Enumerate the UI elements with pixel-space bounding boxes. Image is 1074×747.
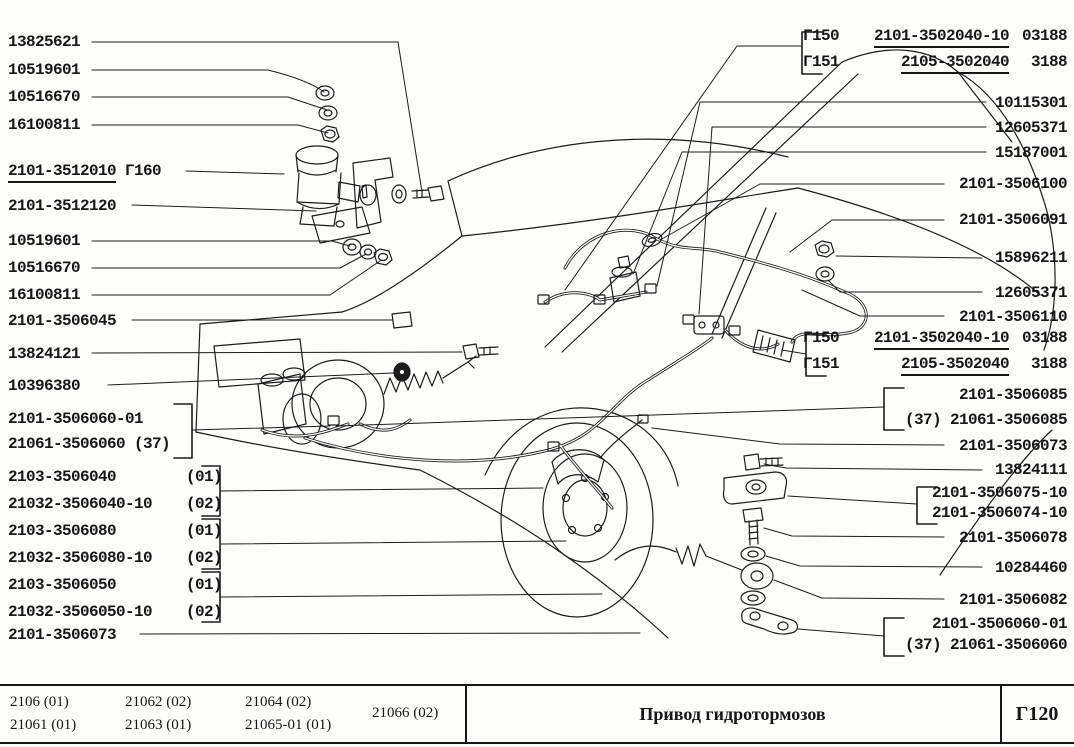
master-cylinder-booster-drawing <box>257 355 477 449</box>
part-label: 10396380 <box>8 377 81 395</box>
part-label: 2101-3512120 <box>8 197 117 215</box>
part-number: 21032-3506080-10 <box>8 549 153 567</box>
part-label: (37) 21061-3506060 <box>904 636 1068 654</box>
part-label: 15896211 <box>994 249 1068 267</box>
part-label: 2101-3506078 <box>958 529 1068 547</box>
page-ref: Г160 <box>125 162 162 180</box>
part-label: 2101-3506082 <box>958 591 1068 609</box>
part-label-variant: 2103-3506080 (01) <box>8 522 223 541</box>
catalog-code: 3188 <box>1030 53 1068 71</box>
part-label: 12605371 <box>994 119 1068 137</box>
cross-ref-row: Г151 2105-3502040 3188 <box>803 53 1068 80</box>
variant-code: (02) <box>185 549 223 567</box>
cross-ref-block-mid: Г150 2101-3502040-10 03188 Г151 2105-350… <box>803 329 1068 382</box>
part-number: 2105-3502040 <box>900 53 1010 74</box>
part-number: 21032-3506050-10 <box>8 603 153 621</box>
part-label-variant: 2103-3506050 (01) <box>8 576 223 595</box>
model-code: 21061 (01) <box>10 717 77 733</box>
part-label: 2101-3506073 <box>8 626 117 644</box>
part-number: 2101-3502040-10 <box>873 329 1010 350</box>
part-number: 2105-3502040 <box>900 355 1010 376</box>
page-ref: Г150 <box>803 329 840 347</box>
part-number: 2103-3506040 <box>8 468 117 486</box>
footer-divider <box>465 686 467 742</box>
cross-ref-row: Г150 2101-3502040-10 03188 <box>803 27 1068 54</box>
model-code: 21064 (02) <box>245 694 312 710</box>
part-label: 10284460 <box>994 559 1068 577</box>
variant-code: (02) <box>185 603 223 621</box>
rear-hose-hardware-drawing <box>614 453 799 635</box>
part-label: 16100811 <box>8 116 81 134</box>
part-label: 2101-3506060-01 <box>931 615 1068 633</box>
page-ref: Г151 <box>803 53 840 71</box>
part-label: 15187001 <box>994 144 1068 162</box>
model-code: 21063 (01) <box>125 717 192 733</box>
cross-ref-block-top: Г150 2101-3502040-10 03188 Г151 2105-350… <box>803 27 1068 80</box>
pressure-regulator-drawing <box>295 145 394 244</box>
part-label-with-page-ref: 2101-3512010 Г160 <box>8 162 162 183</box>
model-code: 21066 (02) <box>372 705 439 721</box>
part-label: 12605371 <box>994 284 1068 302</box>
part-label: 13824111 <box>994 461 1068 479</box>
fittings-drawing <box>391 232 796 382</box>
page-title: Привод гидротормозов <box>639 703 826 724</box>
catalog-code: 3188 <box>1030 355 1068 373</box>
catalog-code: 03188 <box>1021 27 1068 45</box>
part-number: 2101-3502040-10 <box>873 27 1010 48</box>
part-label: 10516670 <box>8 259 81 277</box>
part-label: 21061-3506060 (37) <box>8 435 171 453</box>
part-label: 2101-3506085 <box>958 386 1068 404</box>
part-label: 13825621 <box>8 33 81 51</box>
part-label: 13824121 <box>8 345 81 363</box>
leader-lines <box>91 41 987 637</box>
part-label: 2101-3506091 <box>958 211 1068 229</box>
part-label: 2101-3506100 <box>958 175 1068 193</box>
brake-pipes-drawing <box>260 228 868 510</box>
part-label: (37) 21061-3506085 <box>904 411 1068 429</box>
footer-divider <box>1000 686 1002 742</box>
part-number: 2101-3512010 <box>8 162 117 183</box>
part-label-variant: 21032-3506050-10 (02) <box>8 603 223 622</box>
part-label: 10115301 <box>994 94 1068 112</box>
front-wheel-disc-drawing <box>500 419 654 618</box>
part-label: 10519601 <box>8 232 81 250</box>
cross-ref-row: Г151 2105-3502040 3188 <box>803 355 1068 382</box>
part-number: 2103-3506050 <box>8 576 117 594</box>
variant-code: (02) <box>185 495 223 513</box>
part-label: 2101-3506110 <box>958 308 1068 326</box>
model-code: 21062 (02) <box>125 694 192 710</box>
part-label-variant: 21032-3506080-10 (02) <box>8 549 223 568</box>
part-number: 21032-3506040-10 <box>8 495 153 513</box>
part-label: 10516670 <box>8 88 81 106</box>
catalog-code: 03188 <box>1021 329 1068 347</box>
part-label-variant: 21032-3506040-10 (02) <box>8 495 223 514</box>
part-label: 2101-3506060-01 <box>8 410 144 428</box>
page-code: Г120 <box>1015 702 1059 725</box>
footer-table: 2106 (01) 21061 (01) 21062 (02) 21063 (0… <box>0 684 1074 744</box>
part-label: 16100811 <box>8 286 81 304</box>
part-label-variant: 2103-3506040 (01) <box>8 468 223 487</box>
part-label: 2101-3506073 <box>958 437 1068 455</box>
model-code: 2106 (01) <box>10 694 69 710</box>
cross-ref-row: Г150 2101-3502040-10 03188 <box>803 329 1068 356</box>
variant-code: (01) <box>185 468 223 486</box>
model-code: 21065-01 (01) <box>245 717 332 733</box>
part-label: 2101-3506075-10 <box>931 484 1068 502</box>
page-ref: Г151 <box>803 355 840 373</box>
part-label: 2101-3506074-10 <box>931 504 1068 522</box>
part-label: 2101-3506045 <box>8 312 117 330</box>
page-ref: Г150 <box>803 27 840 45</box>
car-body-outline <box>195 49 1056 639</box>
part-number: 2103-3506080 <box>8 522 117 540</box>
variant-code: (01) <box>185 576 223 594</box>
part-label: 10519601 <box>8 61 81 79</box>
variant-code: (01) <box>185 522 223 540</box>
